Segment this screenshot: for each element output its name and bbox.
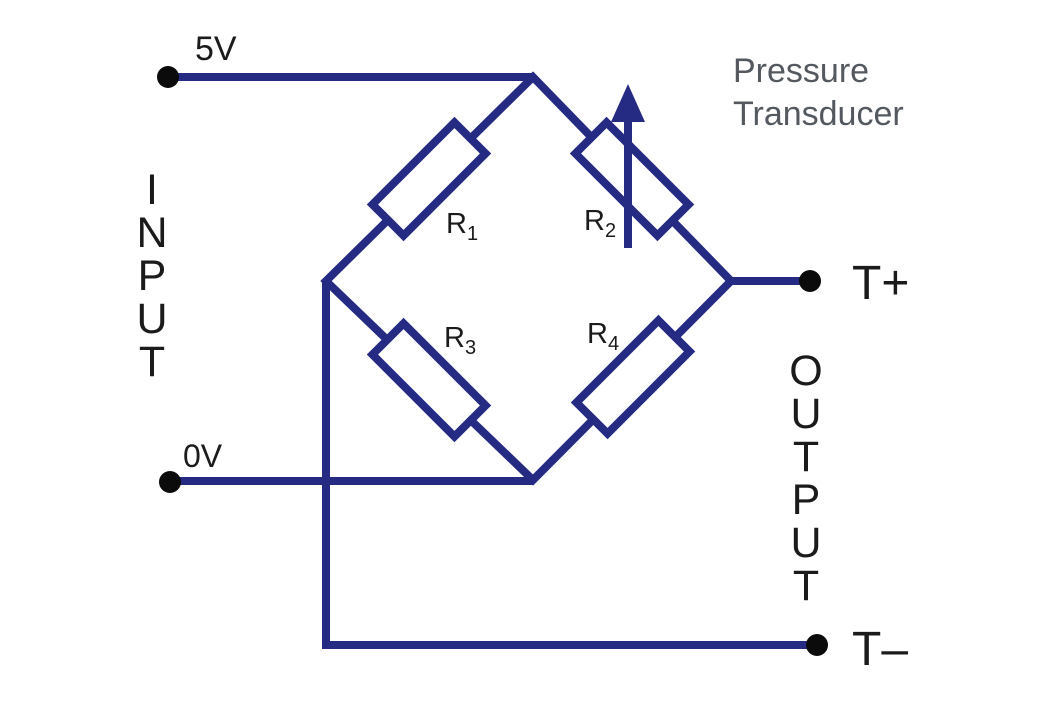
label-0v: 0V	[183, 438, 223, 474]
label-r4-subscript: 4	[607, 332, 620, 355]
label-r1-letter: R	[446, 208, 467, 240]
label-r3-subscript: 3	[464, 336, 477, 359]
label-5v: 5V	[195, 30, 237, 68]
terminal-0v	[159, 471, 181, 493]
resistor-r1-body	[366, 116, 492, 242]
label-t-plus: T+	[852, 257, 910, 310]
label-r2-letter: R	[584, 205, 605, 237]
resistor-r3-body	[366, 317, 492, 443]
resistor-r4-body	[570, 314, 696, 440]
wire-tminus-output	[322, 281, 817, 649]
terminal-tminus	[806, 634, 828, 656]
diagram-title: Pressure Transducer	[733, 52, 904, 133]
label-r3: R3	[444, 322, 476, 358]
label-r4: R4	[587, 318, 619, 354]
terminal-5v	[157, 66, 179, 88]
terminal-tplus	[799, 270, 821, 292]
label-r3-letter: R	[444, 322, 465, 354]
variable-resistor-arrow-head	[611, 84, 645, 122]
label-r2-subscript: 2	[604, 219, 617, 242]
label-r1-subscript: 1	[466, 222, 479, 245]
label-t-minus: T–	[852, 623, 909, 676]
label-r2: R2	[584, 205, 616, 241]
label-r4-letter: R	[587, 318, 608, 350]
label-r1: R1	[446, 208, 478, 244]
bridge-diamond-wire	[320, 71, 737, 486]
